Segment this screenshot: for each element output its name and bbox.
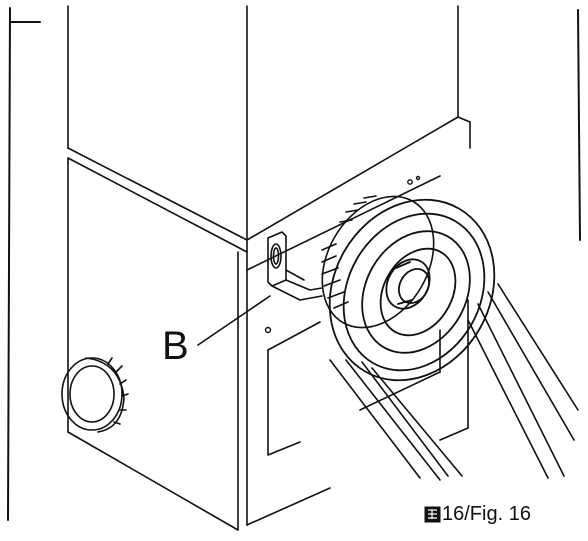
adjuster-bracket [267, 231, 323, 301]
machine-housing [67, 5, 471, 271]
figure-caption: 16/Fig. 16 [424, 502, 531, 526]
lower-housing-right-panel [246, 269, 469, 526]
figure-cjk-glyph-icon [424, 506, 441, 523]
frame-edges [7, 7, 581, 521]
lower-housing-left-panel [67, 157, 239, 531]
pulley-rear-flange [321, 195, 435, 329]
drive-belts [329, 283, 579, 481]
screw-dots [264, 175, 421, 334]
callout-label-b: B [162, 324, 189, 368]
callout-leader-line [197, 295, 271, 346]
round-inspection-port [61, 357, 129, 433]
pulley-hub [385, 258, 431, 310]
pulley-front-face [328, 198, 496, 382]
figure-caption-text: 16/Fig. 16 [442, 503, 531, 525]
